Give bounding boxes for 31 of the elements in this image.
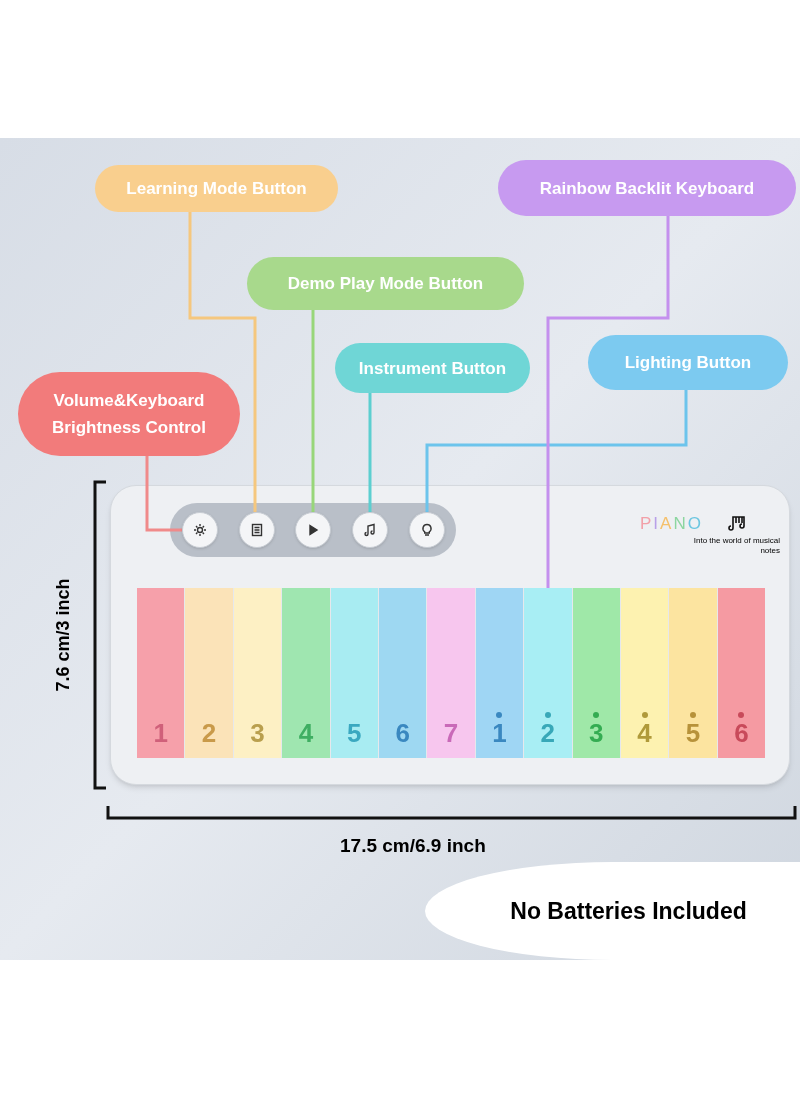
leader-line bbox=[425, 390, 688, 512]
key-number: 3 bbox=[250, 720, 265, 746]
key-number: 5 bbox=[685, 720, 701, 746]
key-number: 5 bbox=[347, 720, 362, 746]
callout-label: Demo Play Mode Button bbox=[247, 257, 524, 310]
callout-label: Volume&Keyboard Brightness Control bbox=[18, 372, 240, 456]
leader-line bbox=[311, 310, 315, 512]
key-number: 3 bbox=[588, 720, 604, 746]
callout-label: Rainbow Backlit Keyboard bbox=[498, 160, 796, 216]
key-number: 6 bbox=[734, 720, 749, 746]
callout-label: Learning Mode Button bbox=[95, 165, 338, 212]
key-number: 1 bbox=[492, 720, 507, 746]
key-number: 2 bbox=[540, 720, 556, 746]
dimension-label: 17.5 cm/6.9 inch bbox=[340, 834, 486, 858]
dimension-label: 7.6 cm/3 inch bbox=[51, 578, 74, 692]
key-number: 1 bbox=[153, 720, 168, 746]
product-name: PIANO bbox=[640, 515, 703, 532]
key-number: 7 bbox=[443, 720, 459, 746]
keyboard bbox=[137, 588, 765, 758]
callout-label: Instrument Button bbox=[335, 343, 530, 393]
leader-line bbox=[145, 456, 182, 532]
callout-label: Lighting Button bbox=[588, 335, 788, 390]
leader-line bbox=[546, 216, 670, 588]
key-number: 6 bbox=[395, 720, 410, 746]
key-number: 2 bbox=[201, 720, 217, 746]
tagline: Into the world of musical notes bbox=[692, 536, 780, 556]
key-number: 4 bbox=[298, 720, 314, 746]
leader-line bbox=[188, 212, 257, 512]
key-number: 4 bbox=[637, 720, 652, 746]
note-text: No Batteries Included bbox=[509, 896, 747, 926]
leader-line bbox=[368, 393, 372, 512]
